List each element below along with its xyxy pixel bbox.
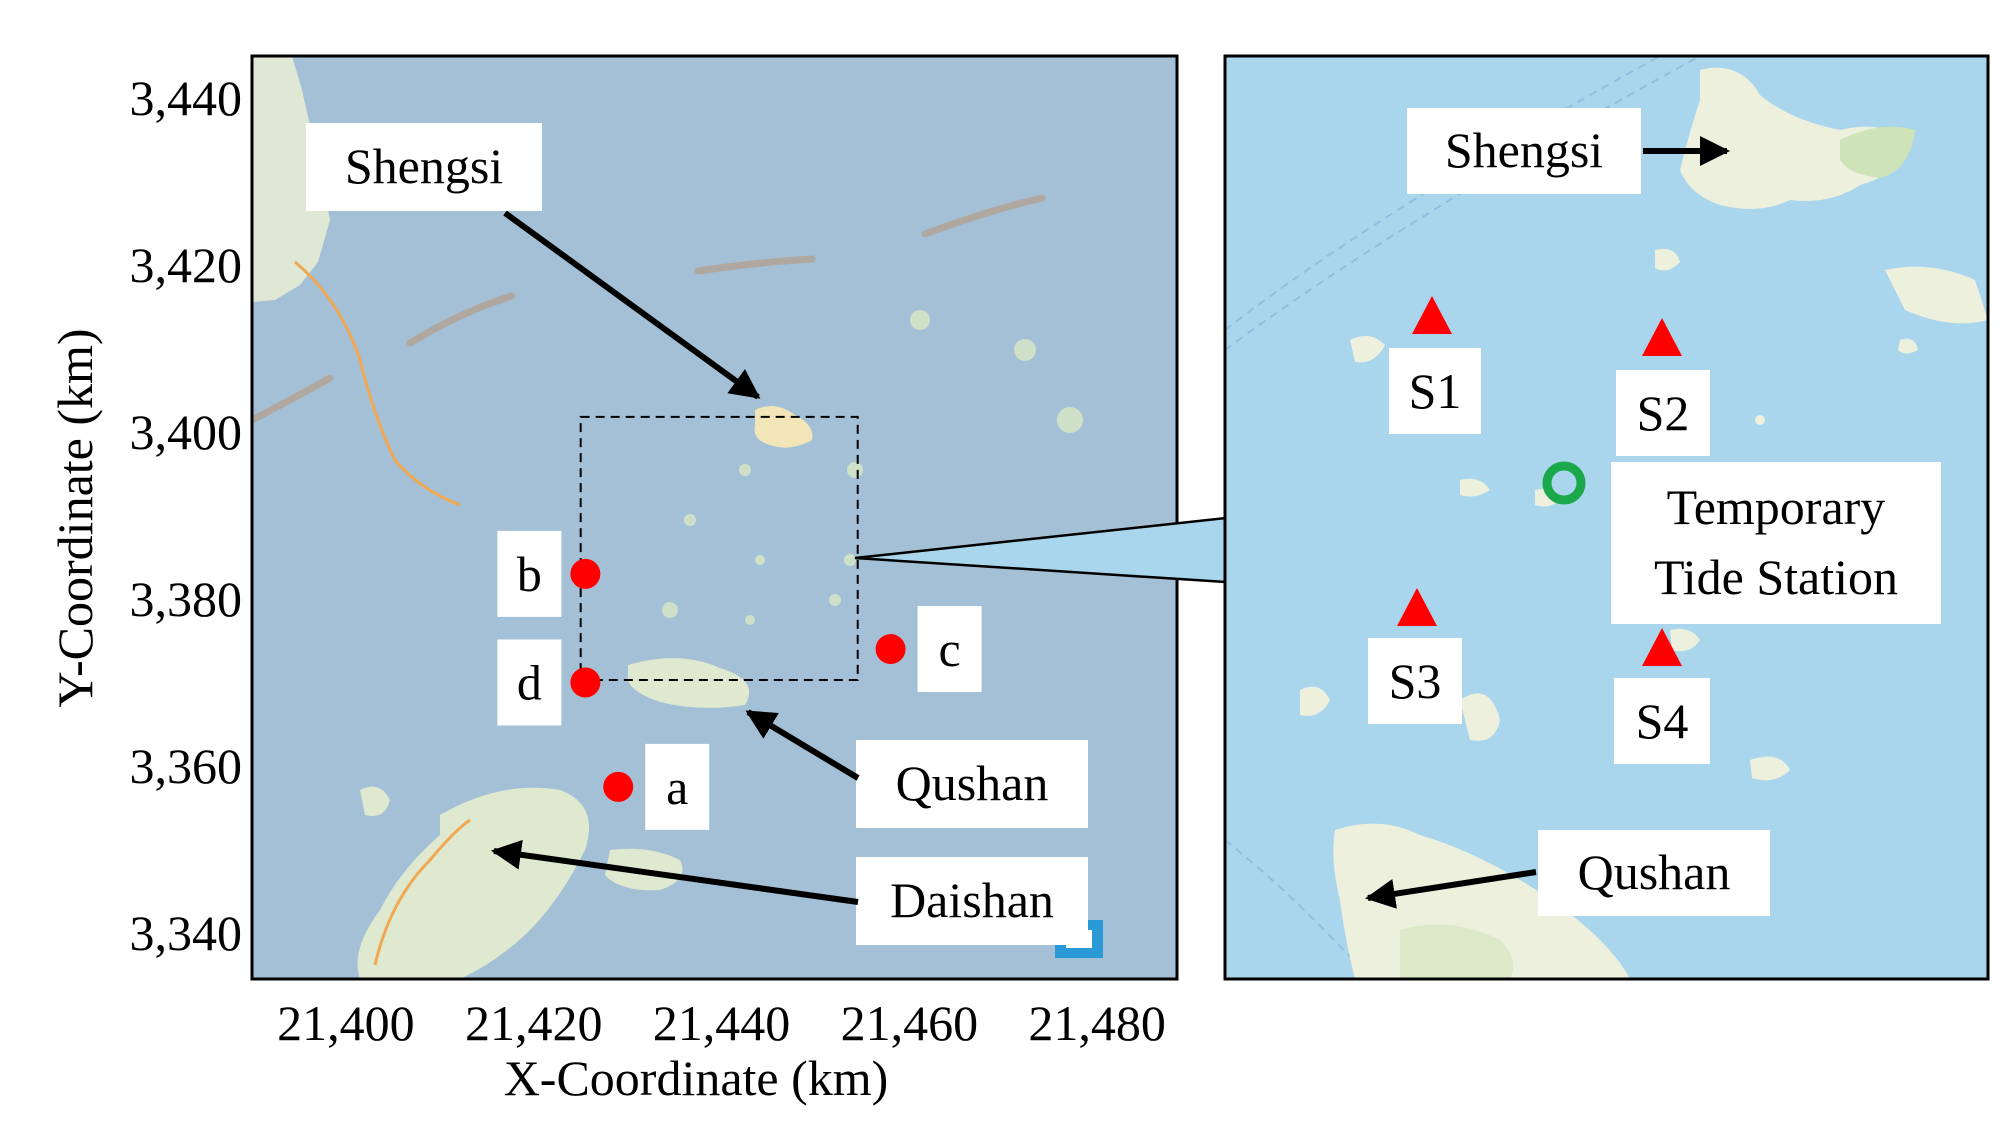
- station-s3: S3: [1368, 588, 1462, 724]
- station-s1-marker: [1412, 296, 1452, 334]
- x-tick-label: 21,480: [1028, 995, 1166, 1051]
- left-qushan-label: Qushan: [896, 755, 1049, 811]
- inset-box: [579, 415, 859, 681]
- left-shengsi-label: Shengsi: [345, 138, 503, 194]
- station-s2-marker: [1642, 318, 1682, 356]
- right-qushan-arrow: [1365, 869, 1537, 909]
- left-daishan-label: Daishan: [890, 872, 1054, 928]
- point-d-marker: [570, 667, 601, 698]
- survey-points: a b c d: [497, 530, 982, 830]
- y-tick-label: 3,420: [130, 237, 243, 293]
- x-tick-labels: 21,400 21,420 21,440 21,460 21,480: [277, 995, 1166, 1051]
- left-qushan-callout: Qushan: [745, 709, 1088, 828]
- point-c-label-box: [917, 606, 982, 693]
- tide-station-label-line2: Tide Station: [1654, 549, 1898, 605]
- left-shengsi-callout: Shengsi: [306, 123, 761, 400]
- left-shengsi-arrow: [503, 210, 761, 400]
- point-c-marker: [875, 634, 906, 665]
- point-a-label-box: [645, 743, 710, 830]
- station-s3-marker: [1397, 588, 1437, 626]
- right-qushan-label: Qushan: [1578, 844, 1731, 900]
- point-c-label: c: [938, 621, 960, 677]
- y-tick-label: 3,340: [130, 905, 243, 961]
- x-tick-label: 21,420: [465, 995, 603, 1051]
- station-s4-marker: [1642, 628, 1682, 666]
- y-tick-label: 3,440: [130, 70, 243, 126]
- right-map-frame: [1223, 54, 1990, 981]
- y-tick-label: 3,360: [130, 738, 243, 794]
- station-s4-label: S4: [1636, 693, 1689, 749]
- right-qushan-callout: Qushan: [1365, 830, 1770, 916]
- point-a-label: a: [666, 759, 688, 815]
- right-map: Shengsi Qushan S1 S2 S3 S4: [1223, 54, 1990, 981]
- tide-station-marker: [1542, 461, 1586, 505]
- y-tick-labels: 3,440 3,420 3,400 3,380 3,360 3,340: [130, 70, 243, 961]
- tide-station: Temporary Tide Station: [1542, 461, 1941, 624]
- right-shengsi-label: Shengsi: [1445, 122, 1603, 178]
- x-tick-label: 21,400: [277, 995, 415, 1051]
- point-d-label-box: [497, 639, 562, 726]
- point-b-marker: [570, 558, 601, 589]
- point-a-marker: [603, 771, 634, 802]
- station-s3-label: S3: [1389, 653, 1442, 709]
- y-tick-label: 3,400: [130, 404, 243, 460]
- left-daishan-arrow: [491, 839, 859, 905]
- x-axis-label: X-Coordinate (km): [504, 1050, 889, 1106]
- x-tick-label: 21,460: [841, 995, 979, 1051]
- y-tick-label: 3,380: [130, 571, 243, 627]
- x-tick-label: 21,440: [653, 995, 791, 1051]
- point-d-label: d: [517, 654, 542, 710]
- station-s1: S1: [1389, 296, 1481, 434]
- point-b-label-box: [497, 530, 562, 617]
- station-s2: S2: [1616, 318, 1710, 456]
- station-s1-label: S1: [1409, 363, 1462, 419]
- station-s2-label: S2: [1637, 385, 1690, 441]
- left-qushan-arrow: [745, 709, 860, 781]
- left-daishan-callout: Daishan: [491, 839, 1088, 945]
- y-axis-label: Y-Coordinate (km): [47, 328, 103, 707]
- left-map-frame: [250, 54, 1179, 981]
- right-shengsi-callout: Shengsi: [1407, 108, 1730, 194]
- station-s4: S4: [1614, 628, 1710, 764]
- right-map-land: [1225, 56, 1988, 979]
- point-b-label: b: [517, 546, 542, 602]
- tide-station-label-line1: Temporary: [1667, 479, 1886, 535]
